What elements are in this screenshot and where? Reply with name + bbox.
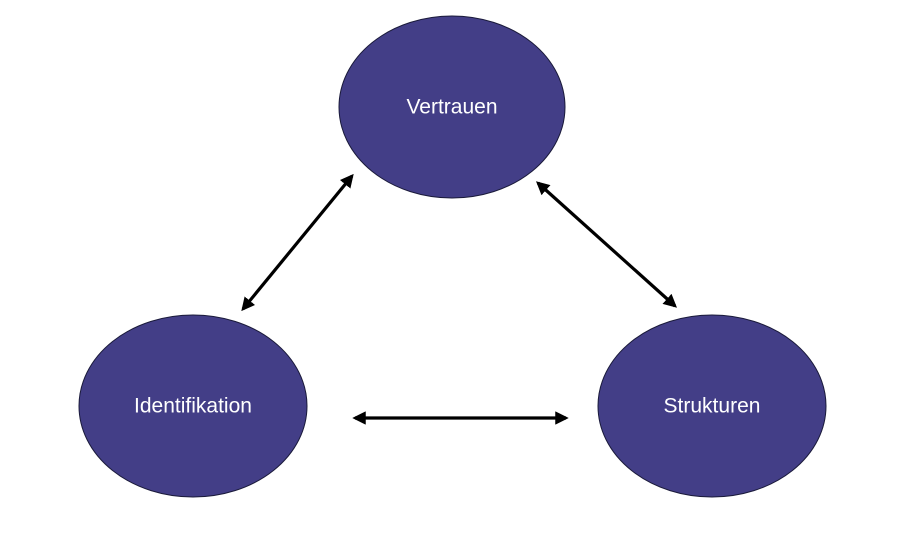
node-vertrauen: Vertrauen (338, 15, 566, 199)
node-identifikation-shape (78, 314, 308, 498)
node-vertrauen-label: Vertrauen (406, 96, 497, 119)
node-vertrauen-shape (338, 15, 566, 199)
node-identifikation: Identifikation (78, 314, 308, 498)
node-strukturen: Strukturen (597, 314, 827, 498)
arrow-vertrauen-strukturen (535, 181, 678, 308)
node-identifikation-label: Identifikation (134, 395, 252, 418)
arrow-vertrauen-identifikation (241, 173, 354, 312)
node-strukturen-shape (597, 314, 827, 498)
node-strukturen-label: Strukturen (664, 395, 761, 418)
